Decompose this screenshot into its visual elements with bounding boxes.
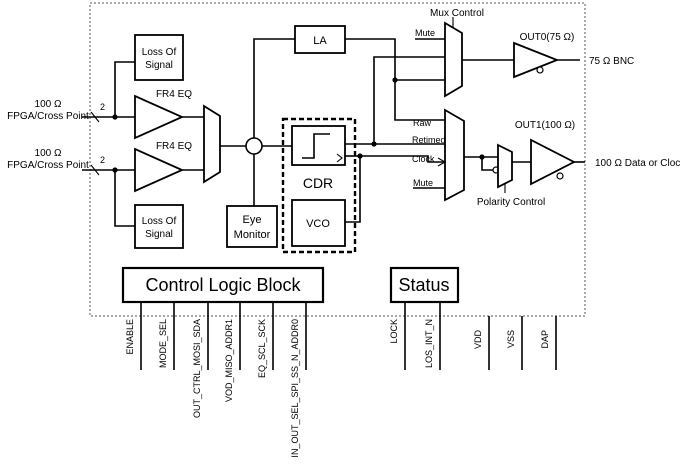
limiting-amplifier: LA xyxy=(294,25,346,54)
raw-label: Raw xyxy=(413,118,432,128)
cdr-enclosure xyxy=(281,117,357,254)
control-pins: ENABLE MODE_SEL OUT_CTRL_MOSI_SDA VOD_MI… xyxy=(125,302,307,458)
eye-monitor-line2: Monitor xyxy=(234,229,271,241)
fr4-eq-top: FR4 EQ xyxy=(134,89,192,140)
loss-of-signal-top: Loss Of Signal xyxy=(134,34,184,81)
input-top: 100 Ω FPGA/Cross Point 2 xyxy=(7,61,135,123)
status-pins: LOCK LOS_INT_N xyxy=(389,302,441,370)
out1-label: OUT1(100 Ω) xyxy=(515,120,575,131)
input-bottom: 100 Ω FPGA/Cross Point 2 xyxy=(7,148,135,227)
input-mux xyxy=(203,104,221,184)
pin-out-ctrl-mosi-sda: OUT_CTRL_MOSI_SDA xyxy=(192,319,202,418)
loss-of-signal-bottom: Loss Of Signal xyxy=(134,204,184,249)
polarity-mux: Polarity Control xyxy=(477,143,545,208)
out0-destination: 75 Ω BNC xyxy=(589,56,634,67)
los-bottom-line1: Loss Of xyxy=(142,216,177,227)
los-top-line1: Loss Of xyxy=(142,47,177,58)
pin-vss: VSS xyxy=(506,330,516,348)
vco-block: VCO xyxy=(291,199,346,247)
fr4-eq-bottom: FR4 EQ xyxy=(134,141,192,193)
cdr-block: CDR xyxy=(291,125,346,191)
pin-eq-scl-sck: EQ_SCL_SCK xyxy=(257,319,267,378)
status-block: Status xyxy=(389,266,460,304)
input-bottom-source: FPGA/Cross Point xyxy=(7,160,89,171)
pin-lock: LOCK xyxy=(389,319,399,344)
mux-control-label: Mux Control xyxy=(430,8,484,19)
pin-in-out-sel-spi-ss-n-addr0: IN_OUT_SEL_SPI_SS_N_ADDR0 xyxy=(290,319,300,458)
power-pins: VDD VSS DAP xyxy=(473,316,557,370)
pin-mode-sel: MODE_SEL xyxy=(158,319,168,368)
eye-monitor: Eye Monitor xyxy=(226,205,278,248)
output-mux-bottom: Raw Retimed Clock Mute xyxy=(412,108,465,202)
input-top-bus-width: 2 xyxy=(100,102,105,112)
input-bottom-impedance: 100 Ω xyxy=(35,148,62,159)
vco-label: VCO xyxy=(306,218,330,230)
fr4-eq-top-label: FR4 EQ xyxy=(156,89,192,100)
signal-splitter xyxy=(245,137,263,155)
out1-destination: 100 Ω Data or Clock xyxy=(595,158,680,169)
pin-vdd: VDD xyxy=(473,330,483,350)
pin-los-int-n: LOS_INT_N xyxy=(424,319,434,368)
los-top-line2: Signal xyxy=(145,60,173,71)
pin-dap: DAP xyxy=(540,330,550,349)
fr4-eq-bottom-label: FR4 EQ xyxy=(156,141,192,152)
top-mute-label: Mute xyxy=(415,28,435,38)
bottom-mute-label: Mute xyxy=(413,178,433,188)
clock-label: Clock xyxy=(412,154,435,164)
status-label: Status xyxy=(398,275,449,295)
control-logic-label: Control Logic Block xyxy=(145,275,301,295)
input-top-source: FPGA/Cross Point xyxy=(7,111,89,122)
la-label: LA xyxy=(313,35,327,47)
output-mux-top: Mux Control Mute xyxy=(415,8,484,98)
eye-monitor-line1: Eye xyxy=(243,214,262,226)
out1-driver: OUT1(100 Ω) 100 Ω Data or Clock xyxy=(515,120,680,186)
pin-enable: ENABLE xyxy=(125,319,135,355)
los-bottom-line2: Signal xyxy=(145,229,173,240)
control-logic-block: Control Logic Block xyxy=(121,266,325,304)
input-bottom-bus-width: 2 xyxy=(100,155,105,165)
input-top-impedance: 100 Ω xyxy=(35,99,62,110)
cdr-label: CDR xyxy=(303,175,333,191)
pin-vod-miso-addr1: VOD_MISO_ADDR1 xyxy=(224,319,234,402)
polarity-control-label: Polarity Control xyxy=(477,197,545,208)
out0-label: OUT0(75 Ω) xyxy=(520,32,575,43)
retimed-label: Retimed xyxy=(412,135,446,145)
out0-driver: OUT0(75 Ω) 75 Ω BNC xyxy=(513,32,634,79)
